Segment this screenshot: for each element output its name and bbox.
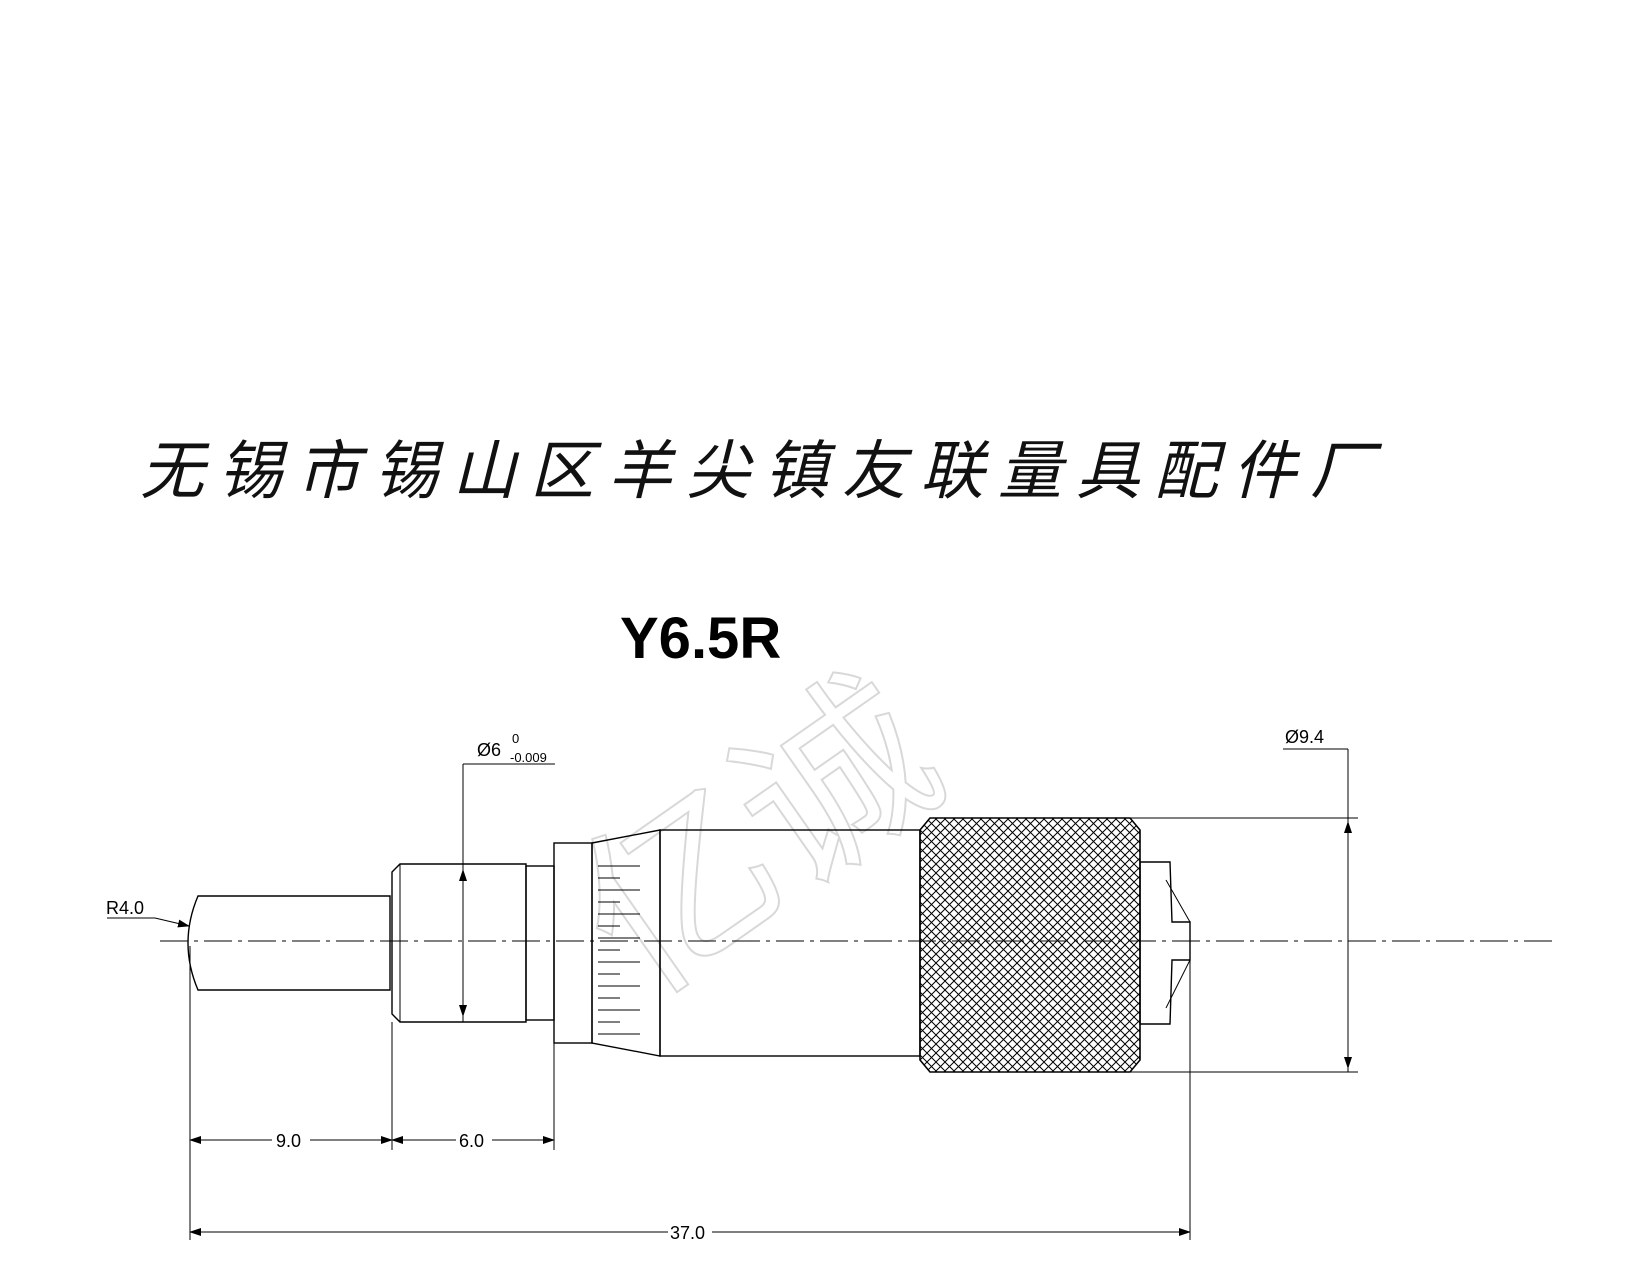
model-number: Y6.5R xyxy=(620,606,782,671)
dim-dia94-label: Ø9.4 xyxy=(1285,727,1324,747)
dim-6-label: 6.0 xyxy=(459,1131,484,1151)
graduation-ticks xyxy=(598,865,640,1035)
spindle-sleeve xyxy=(391,863,527,1023)
spindle-tip xyxy=(187,895,391,991)
dim-dia6-label: Ø6 xyxy=(477,740,501,760)
watermark-text: 亿诚 xyxy=(539,638,977,1037)
dim-dia6-tol-lower: -0.009 xyxy=(510,750,547,765)
collar xyxy=(525,865,555,1021)
dim-9-label: 9.0 xyxy=(276,1131,301,1151)
dim-37-label: 37.0 xyxy=(670,1223,705,1243)
company-name: 无锡市锡山区羊尖镇友联量具配件厂 xyxy=(140,435,1388,509)
cap-slot-bottom xyxy=(1165,959,1191,1009)
cap-slot-top xyxy=(1165,879,1191,923)
dim-r4-leader xyxy=(154,917,190,928)
dim-r4-label: R4.0 xyxy=(106,898,144,918)
dim-dia6-tol-upper: 0 xyxy=(512,731,519,746)
end-cap xyxy=(1139,861,1191,1025)
knurled-thimble xyxy=(919,817,1141,1073)
